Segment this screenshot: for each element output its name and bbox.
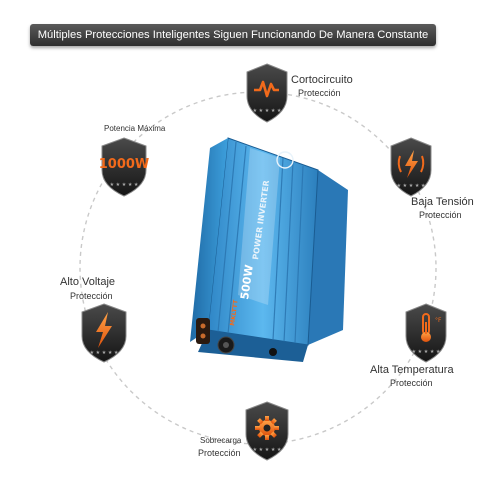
gear-icon: ★ ★ ★ ★ ★ — [245, 401, 289, 461]
brand-logo-icon — [276, 151, 294, 169]
short-circuit-sub: Protección — [298, 88, 341, 98]
product-model-label: 500W — [238, 264, 256, 301]
svg-text:★ ★ ★ ★ ★: ★ ★ ★ ★ ★ — [110, 182, 139, 188]
header-banner: Múltiples Protecciones Inteligentes Sigu… — [30, 24, 436, 46]
low-voltage-bolt-icon: ★ ★ ★ ★ ★ — [390, 137, 432, 197]
low-voltage-title: Baja Tensión — [411, 196, 474, 208]
banner-title: Múltiples Protecciones Inteligentes Sigu… — [37, 29, 429, 41]
overload-sub: Protección — [198, 448, 241, 458]
ac-outlet-icon — [196, 318, 210, 344]
svg-text:★ ★ ★ ★ ★: ★ ★ ★ ★ ★ — [253, 447, 282, 453]
max-power-badge: 1000W — [99, 157, 150, 172]
svg-text:★ ★ ★ ★ ★: ★ ★ ★ ★ ★ — [90, 350, 119, 356]
max-power-title: Potencia Máxima — [104, 124, 166, 133]
power-inverter-product: POWER INVERTER 500W MKLTTT — [190, 137, 348, 362]
svg-text:°F: °F — [435, 317, 442, 324]
thermometer-icon: °F ★ ★ ★ ★ ★ — [405, 303, 447, 363]
overload-title: Sobrecarga — [200, 436, 242, 445]
high-temp-sub: Protección — [390, 378, 433, 388]
short-circuit-title: Cortocircuito — [291, 74, 353, 86]
pulse-wave-icon: ★ ★ ★ ★ ★ — [246, 63, 288, 123]
product-brand-label: MKLTTT — [229, 299, 240, 327]
high-voltage-title: Alto Voltaje — [60, 276, 116, 288]
low-voltage-sub: Protección — [419, 210, 462, 220]
svg-text:★ ★ ★ ★ ★: ★ ★ ★ ★ ★ — [412, 349, 441, 355]
high-voltage-sub: Protección — [70, 291, 113, 301]
svg-text:★ ★ ★ ★ ★: ★ ★ ★ ★ ★ — [253, 108, 282, 114]
svg-text:★ ★ ★ ★ ★: ★ ★ ★ ★ ★ — [397, 183, 426, 189]
power-badge-icon: 1000W ★ ★ ★ ★ ★ — [99, 137, 150, 197]
lightning-bolt-icon: ★ ★ ★ ★ ★ — [81, 303, 127, 363]
high-temp-title: Alta Temperatura — [370, 364, 454, 376]
